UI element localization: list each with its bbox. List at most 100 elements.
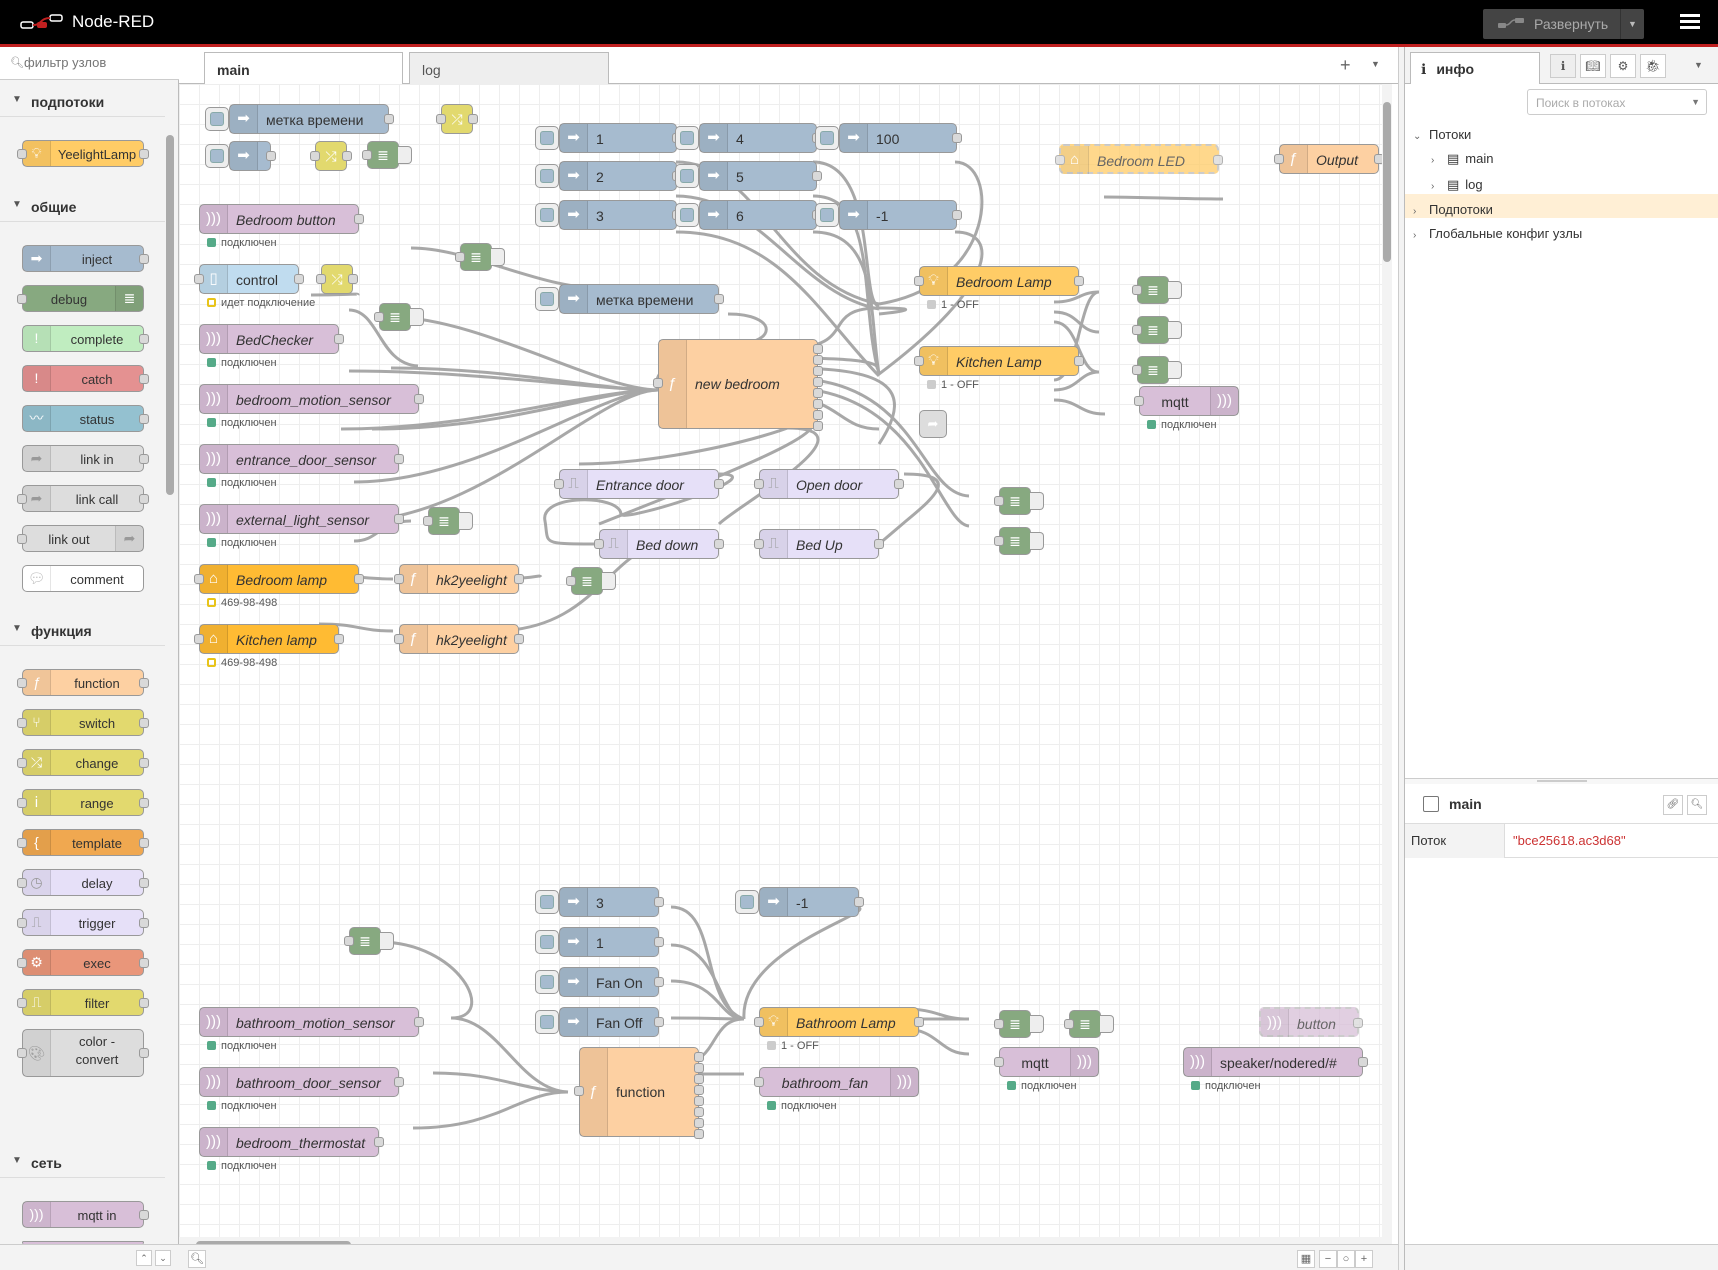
palette-scrollbar[interactable] [166,135,174,495]
debug-toggle[interactable] [1030,1015,1044,1033]
inject-trigger-button[interactable] [535,126,559,150]
input-port[interactable] [594,539,604,549]
gear-icon[interactable]: ⚙ [1610,54,1636,78]
output-port[interactable] [354,214,364,224]
mqtt-bedchecker[interactable]: )))BedChecker [199,324,344,354]
output-port[interactable] [894,479,904,489]
inject-b1[interactable]: ➡1 [535,927,664,957]
link-out-node[interactable]: ➦ [919,410,947,438]
chevron-down-icon[interactable]: ▼ [1694,60,1703,70]
inject-trigger-button[interactable] [815,203,839,227]
change-node[interactable]: ⤮ [436,104,478,134]
input-port[interactable] [394,634,404,644]
input-port[interactable] [394,574,404,584]
inject-trigger-button[interactable] [675,164,699,188]
inject-fan-on[interactable]: ➡Fan On [535,967,664,997]
input-port[interactable] [754,1017,764,1027]
output-port[interactable] [514,634,524,644]
canvas-v-scrollbar[interactable] [1382,84,1392,1237]
inject-2[interactable]: ➡2 [535,161,682,191]
debug-node[interactable]: ≣ [455,243,505,271]
trigger-bed-up[interactable]: ⎍Bed Up [754,529,884,559]
button-node[interactable]: )))button [1259,1007,1363,1037]
sidebar-divider[interactable] [1405,778,1718,784]
inject-1[interactable]: ➡1 [535,123,682,153]
output-port[interactable] [394,454,404,464]
inject-4[interactable]: ➡4 [675,123,822,153]
prop-value[interactable]: "bce25618.ac3d68" [1513,833,1626,848]
inject-trigger-button[interactable] [535,287,559,311]
input-port[interactable] [994,1057,1004,1067]
inject-b3[interactable]: ➡3 [535,887,664,917]
output-port[interactable] [414,394,424,404]
debug-toggle[interactable] [1030,532,1044,550]
inject-6[interactable]: ➡6 [675,200,822,230]
debug-toggle[interactable] [491,248,505,266]
output-port[interactable] [1353,1018,1363,1028]
output-port[interactable] [1074,356,1084,366]
output-port[interactable] [694,1052,704,1062]
palette-node-link-in[interactable]: ➦link in [22,445,149,472]
mqtt-external-light[interactable]: )))external_light_sensor [199,504,404,534]
input-port[interactable] [1134,396,1144,406]
trigger-entrance-door[interactable]: ⎍Entrance door [554,469,724,499]
palette-category-network[interactable]: ▼сеть [0,1148,165,1178]
mqtt-bathroom-motion[interactable]: )))bathroom_motion_sensor [199,1007,424,1037]
debug-node[interactable]: ≣ [1132,356,1182,384]
debug-node[interactable]: ≣ [344,927,394,955]
output-port[interactable] [654,1017,664,1027]
output-port[interactable] [812,171,822,181]
input-port[interactable] [554,479,564,489]
debug-node[interactable]: ≣ [362,141,412,169]
change-node[interactable]: ⤮ [316,264,358,294]
mqtt-speaker[interactable]: )))speaker/nodered/# [1183,1047,1368,1077]
book-icon[interactable]: 📖︎ [1580,54,1606,78]
output-port[interactable] [714,479,724,489]
tree-global-config[interactable]: ›Глобальные конфиг узлы [1413,226,1583,241]
inject-unnamed[interactable]: ➡ [205,141,276,171]
output-port[interactable] [384,114,394,124]
palette-node-link-call[interactable]: ➦link call [17,485,149,512]
flow-search-input[interactable]: Поиск в потоках▼ [1527,89,1707,115]
palette-node-yeelightlamp[interactable]: 💡︎YeelightLamp [17,140,149,167]
mqtt-bedroom-motion[interactable]: )))bedroom_motion_sensor [199,384,424,414]
input-port[interactable] [914,276,924,286]
tree-row-main[interactable] [1405,194,1718,218]
inject-trigger-button[interactable] [205,107,229,131]
mqtt-bedroom-button[interactable]: )))Bedroom button [199,204,364,234]
debug-node[interactable]: ≣ [1132,276,1182,304]
sidebar-separator[interactable] [1398,47,1404,1270]
debug-toggle[interactable] [410,308,424,326]
input-port[interactable] [653,378,663,388]
tab-main[interactable]: main [204,52,403,85]
info-icon[interactable]: ℹ [1550,54,1576,78]
inject-minus-1[interactable]: ➡-1 [815,200,962,230]
tree-subflows[interactable]: ›Подпотоки [1413,202,1493,217]
mqtt-out-2[interactable]: )))mqtt [994,1047,1099,1077]
input-port[interactable] [754,1077,764,1087]
output-port[interactable] [854,897,864,907]
homekit-bedroom-lamp[interactable]: ⌂Bedroom lamp [194,564,364,594]
output-port[interactable] [414,1017,424,1027]
palette-node-template[interactable]: {template [17,829,149,856]
inject-trigger-button[interactable] [735,890,759,914]
zoom-out-icon[interactable]: − [1319,1250,1337,1268]
debug-toggle[interactable] [1030,492,1044,510]
palette-node-inject[interactable]: ➡inject [22,245,149,272]
output-port[interactable] [654,897,664,907]
palette-node-exec[interactable]: ⚙exec [17,949,149,976]
output-port[interactable] [514,574,524,584]
search-icon[interactable]: 🔍︎ [1687,795,1707,815]
debug-toggle[interactable] [602,572,616,590]
trigger-bed-down[interactable]: ⎍Bed down [594,529,724,559]
palette-category-common[interactable]: ▼общие [0,192,165,222]
output-port[interactable] [952,210,962,220]
collapse-all-icon[interactable]: ⌃ [136,1250,152,1266]
zoom-in-icon[interactable]: + [1355,1250,1373,1268]
palette-node-link-out[interactable]: ➦link out [17,525,144,552]
output-port[interactable] [813,344,823,354]
